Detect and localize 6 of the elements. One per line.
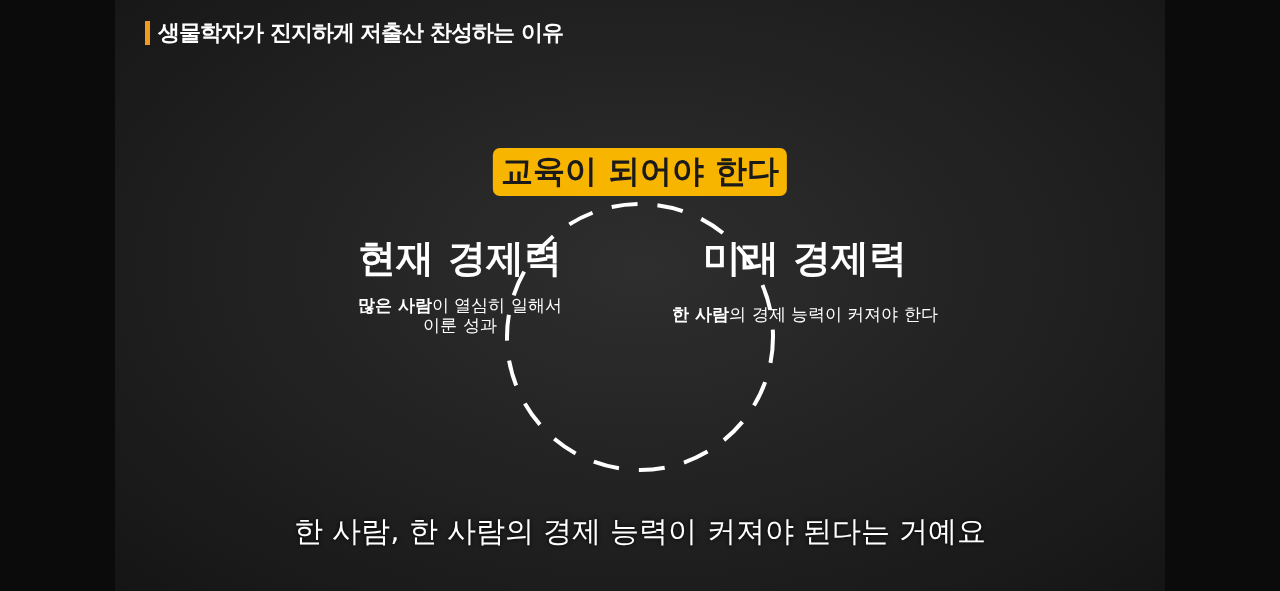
description: 많은 사람이 열심히 일해서 이룬 성과 xyxy=(357,295,563,336)
highlight-box: 교육이 되어야 한다 xyxy=(492,148,788,196)
description: 한 사람의 경제 능력이 커져야 한다 xyxy=(671,304,939,325)
subtitle: 한 사람, 한 사람의 경제 능력이 커져야 된다는 거예요 xyxy=(293,513,987,550)
title: 생물학자가 진지하게 저출산 찬성하는 이유 xyxy=(158,19,563,47)
heading: 현재 경제력 xyxy=(358,235,562,282)
